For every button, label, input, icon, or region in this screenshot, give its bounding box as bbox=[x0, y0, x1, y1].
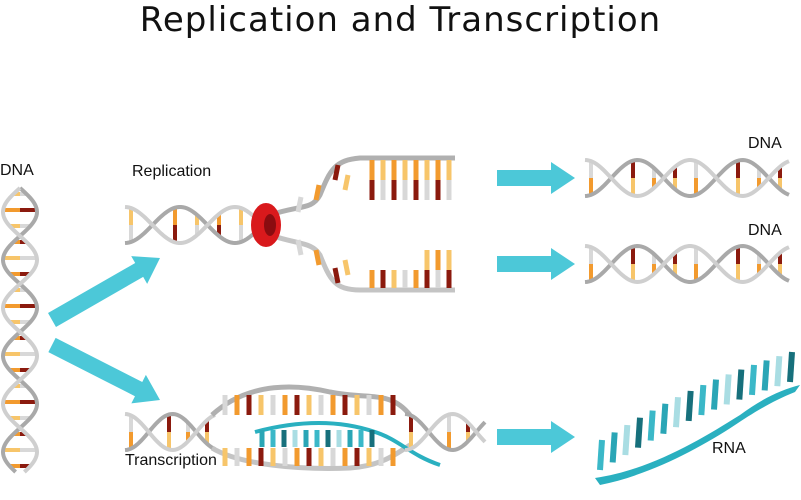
rna-base bbox=[673, 396, 681, 428]
dna-strand bbox=[124, 412, 216, 452]
rna-base bbox=[597, 439, 605, 471]
replication-fork bbox=[269, 155, 455, 293]
dna-strand bbox=[404, 412, 487, 452]
upper-strand bbox=[269, 155, 455, 218]
arrow-to-replication bbox=[48, 256, 160, 327]
lower-strand bbox=[269, 232, 455, 293]
label-transcription: Transcription bbox=[125, 452, 217, 469]
dna-helix-bottom bbox=[584, 244, 790, 284]
free-nucleotide bbox=[342, 174, 351, 191]
rna-base bbox=[685, 390, 694, 422]
label-dna-bottom: DNA bbox=[748, 222, 782, 239]
rna-strand bbox=[595, 351, 800, 485]
rna-base bbox=[736, 369, 745, 400]
rna-backbone bbox=[595, 385, 800, 485]
dna-strand bbox=[0, 186, 40, 474]
polymerase-hole bbox=[264, 214, 276, 236]
rna-base bbox=[635, 417, 643, 448]
free-nucleotide bbox=[313, 249, 322, 266]
dna-strand bbox=[124, 205, 263, 246]
dna-helix-left bbox=[0, 186, 40, 474]
free-nucleotide bbox=[295, 196, 304, 213]
rna-base bbox=[723, 374, 732, 405]
dna-helix-top bbox=[584, 158, 790, 198]
free-nucleotide bbox=[332, 267, 341, 284]
free-nucleotide bbox=[342, 259, 351, 276]
arrow-to-dna-top bbox=[497, 162, 575, 194]
arrow-to-dna-bottom bbox=[497, 248, 575, 280]
dna-strand bbox=[584, 158, 790, 198]
rna-base bbox=[761, 360, 770, 391]
dna-strand bbox=[584, 158, 790, 198]
transcription-bubble bbox=[210, 384, 441, 471]
rna-base bbox=[698, 384, 707, 416]
free-nucleotide bbox=[332, 164, 341, 181]
dna-strand bbox=[584, 244, 790, 284]
free-nucleotide bbox=[295, 239, 304, 256]
dna-strand bbox=[404, 412, 487, 452]
rna-base bbox=[711, 379, 719, 410]
label-replication: Replication bbox=[132, 163, 212, 180]
label-dna-left: DNA bbox=[0, 162, 34, 179]
dna-strand bbox=[124, 204, 263, 245]
rna-base bbox=[622, 424, 631, 456]
label-dna-top: DNA bbox=[748, 135, 782, 152]
replication-helix bbox=[124, 204, 263, 246]
rna-base bbox=[647, 410, 656, 441]
transcription-helix-left bbox=[124, 412, 216, 452]
arrow-to-rna bbox=[497, 421, 575, 453]
dna-strand bbox=[584, 244, 790, 284]
free-nucleotide bbox=[313, 184, 322, 201]
rna-base bbox=[787, 351, 795, 383]
rna-base bbox=[609, 432, 618, 463]
rna-base bbox=[749, 364, 757, 396]
label-rna: RNA bbox=[712, 440, 746, 457]
dna-strand bbox=[124, 412, 216, 452]
rna-base bbox=[660, 403, 669, 434]
page-title: Replication and Transcription bbox=[139, 0, 662, 40]
transcription-helix-right bbox=[404, 412, 487, 452]
upper-strand bbox=[210, 384, 412, 417]
rna-base bbox=[774, 356, 783, 387]
arrow-to-transcription bbox=[48, 337, 160, 404]
